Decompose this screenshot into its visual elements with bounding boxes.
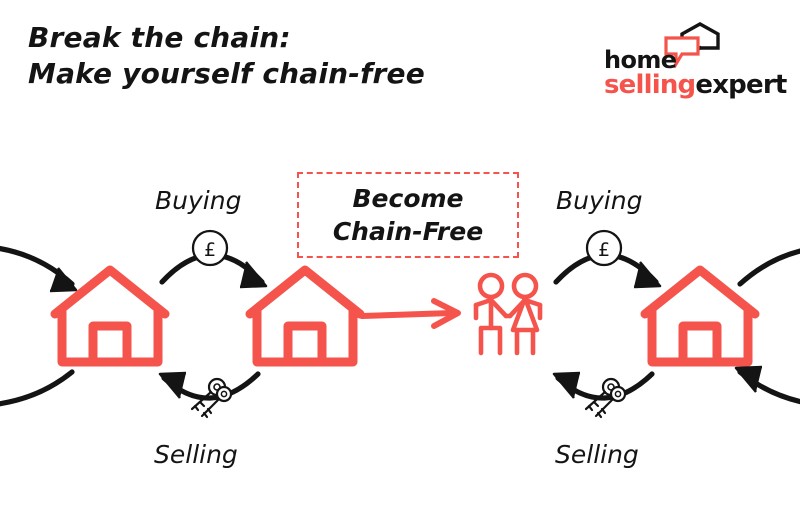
logo-word-expert: expert xyxy=(695,70,787,100)
selling-arc-offscreen-left xyxy=(0,369,75,407)
title-line-1: Break the chain: xyxy=(28,21,291,54)
logo-word-home: home xyxy=(604,46,677,74)
selling-arrow-1 xyxy=(158,371,261,401)
label-selling-right: Selling xyxy=(555,440,639,469)
pound-symbol-1: £ xyxy=(204,239,216,261)
house-icon-3 xyxy=(645,270,755,362)
selling-arrow-offscreen-right xyxy=(734,365,800,405)
break-chain-arrow xyxy=(359,298,461,329)
pound-circle-icon-1: £ xyxy=(191,229,229,267)
buying-arrow-2 xyxy=(553,252,662,289)
brand-logo[interactable]: home sellingexpert xyxy=(604,22,787,100)
label-buying-left: Buying xyxy=(155,186,242,215)
house-speech-bubble-icon xyxy=(660,22,734,70)
house-icon-2 xyxy=(250,270,360,362)
chain-free-line-1: Become xyxy=(352,184,464,213)
logo-word-selling: selling xyxy=(604,70,696,100)
buying-arrow-offscreen-left xyxy=(0,245,78,293)
pound-circle-icon-2: £ xyxy=(585,229,623,267)
title-line-2: Make yourself chain-free xyxy=(28,57,425,90)
selling-arrow-2 xyxy=(552,371,655,401)
buying-arc-offscreen-right xyxy=(737,248,800,287)
pound-symbol-2: £ xyxy=(598,239,610,261)
logo-wordmark-line2: sellingexpert xyxy=(604,70,787,100)
keys-icon-1 xyxy=(190,377,233,419)
chain-free-line-2: Chain-Free xyxy=(332,217,484,246)
house-icon-1 xyxy=(55,270,165,362)
buying-arrow-1 xyxy=(159,252,268,289)
page-title: Break the chain: Make yourself chain-fre… xyxy=(28,20,498,92)
couple-icon xyxy=(476,275,540,353)
label-selling-left: Selling xyxy=(154,440,238,469)
label-buying-right: Buying xyxy=(556,186,643,215)
become-chain-free-callout: Become Chain-Free xyxy=(297,172,519,258)
keys-icon-2 xyxy=(584,377,627,419)
